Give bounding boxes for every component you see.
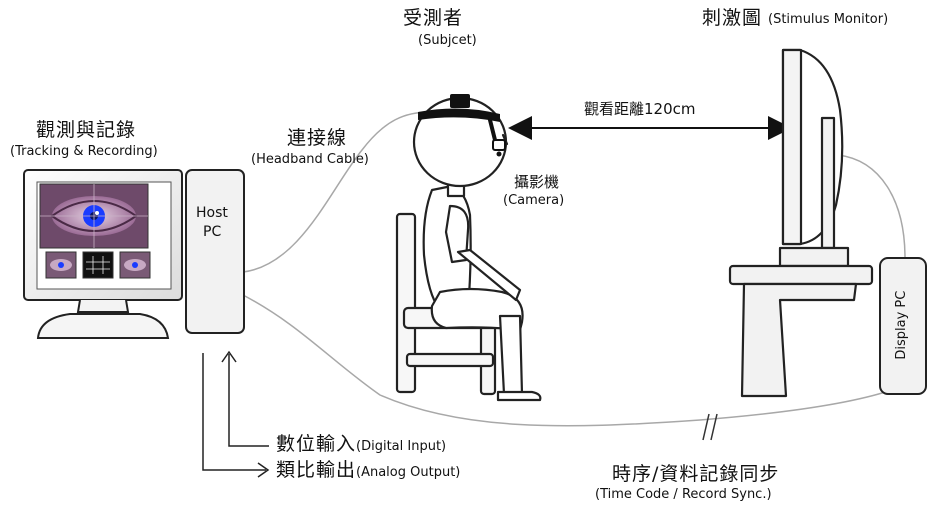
display-pc-label: Display PC [893,290,909,360]
camera-label-zh: 攝影機 [514,173,560,191]
tracking-label-zh: 觀測與記錄 [36,119,137,141]
monitor-stand [36,313,170,339]
display-pc-tower [879,257,927,395]
digital-input-label: 數位輸入(Digital Input) [276,434,446,455]
subject-label-en: (Subjcet) [418,33,477,48]
camera-icon [492,139,506,157]
analog-output-label: 類比輸出(Analog Output) [276,460,460,481]
tracking-monitor [23,169,183,339]
headband-cable [242,111,906,427]
sync-label-en: (Time Code / Record Sync.) [595,487,772,502]
viewing-distance-label: 觀看距離120cm [584,100,696,118]
digital-input-arrow [221,350,269,447]
camera-label-en: (Camera) [503,193,565,208]
host-pc-label-line2: PC [203,224,222,240]
digital-input-en: (Digital Input) [356,439,447,454]
tracking-label-en: (Tracking & Recording) [10,144,158,159]
thumbnail-calibration [82,251,114,279]
digital-input-zh: 數位輸入 [276,433,357,455]
stimulus-label-en: (Stimulus Monitor) [768,12,889,27]
sync-label-zh: 時序/資料記錄同步 [612,463,780,485]
subject-label-zh: 受測者 [403,7,464,29]
analog-output-arrow [202,353,270,478]
sync-break-mark [702,413,718,441]
stimulus-monitor [778,48,850,268]
host-pc-label-line1: Host [196,205,228,221]
host-pc-tower [185,169,245,334]
analog-output-en: (Analog Output) [356,465,461,480]
display-desk [728,264,874,398]
stimulus-label-zh: 刺激圖 [702,7,763,29]
analog-output-zh: 類比輸出 [276,459,357,481]
headband [418,94,500,142]
cable-label-en: (Headband Cable) [251,152,369,167]
cable-label-zh: 連接線 [287,127,348,149]
